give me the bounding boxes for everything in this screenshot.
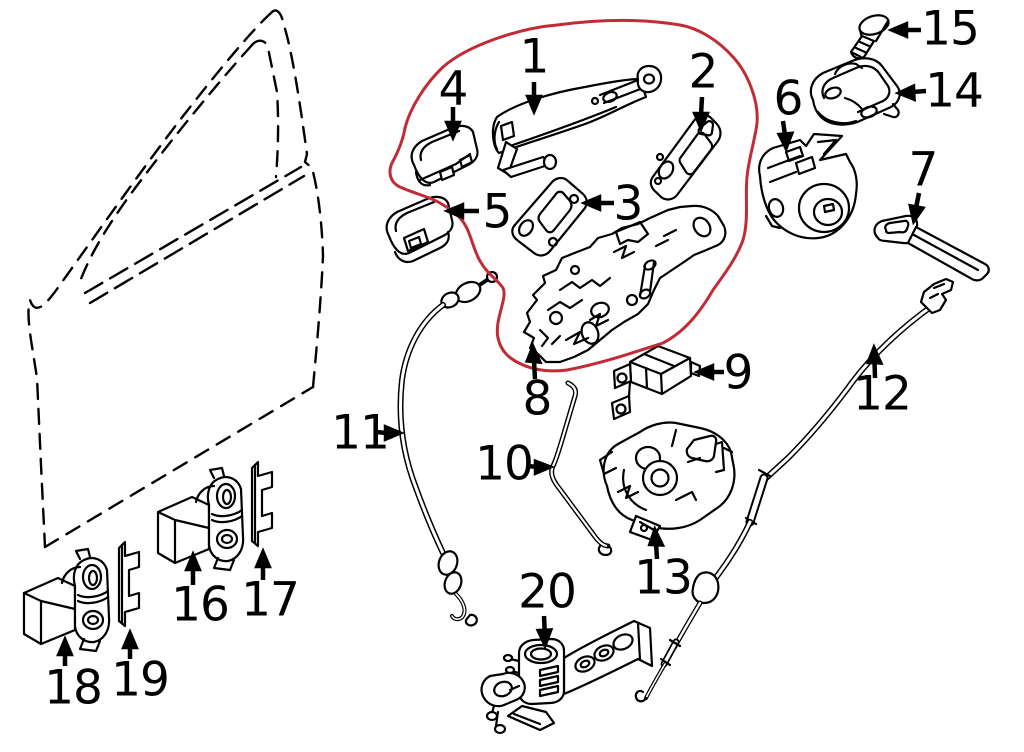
part-20-check-strap-drawing [480,619,654,735]
part-12-cable-drawing [634,277,955,703]
callout-15[interactable]: 15 [921,1,980,57]
door-outline [27,9,325,549]
part-8-carrier-drawing [522,204,727,364]
callout-arrow-4 [444,107,462,142]
callout-arrow-18 [56,635,74,666]
callout-3[interactable]: 3 [613,176,644,232]
callout-arrow-12 [865,343,884,379]
part-17-shim-drawing [250,460,274,548]
part-10-rod-drawing [549,380,613,557]
callout-arrow-9 [693,363,724,381]
callout-8[interactable]: 8 [522,371,553,427]
part-15-screw-drawing [849,14,890,60]
part-9-module-drawing [610,344,702,421]
callout-arrow-17 [254,547,272,580]
callout-arrow-10 [527,458,556,476]
callout-arrow-14 [894,83,927,102]
callout-10[interactable]: 10 [475,436,534,492]
part-4-cap-drawing [410,124,479,187]
callout-arrow-6 [776,120,795,153]
callout-12[interactable]: 12 [853,366,912,422]
part-1-door-handle-drawing [491,64,663,179]
callout-19[interactable]: 19 [111,652,170,708]
part-3-gasket-drawing [511,176,588,257]
part-7-key-drawing [873,214,990,282]
callout-17[interactable]: 17 [241,572,300,628]
callout-arrow-15 [887,21,921,39]
part-2-gasket-drawing [649,114,722,201]
callout-18[interactable]: 18 [44,660,103,716]
callout-arrow-1 [525,82,543,116]
part-6-lock-cylinder-drawing [758,132,858,240]
highlight-loop [388,19,759,373]
callout-6[interactable]: 6 [773,71,804,127]
callout-arrow-11 [375,424,405,442]
callout-1[interactable]: 1 [519,29,550,85]
callout-2[interactable]: 2 [688,44,719,100]
part-16-hinge-drawing [156,466,245,572]
callout-arrow-2 [692,96,710,133]
callout-16[interactable]: 16 [171,577,230,633]
callout-9[interactable]: 9 [723,345,754,401]
callout-7[interactable]: 7 [908,142,939,198]
callout-4[interactable]: 4 [438,61,469,117]
callout-arrow-3 [580,194,614,212]
part-5-cap-drawing [385,195,454,264]
part-14-striker-drawing [809,57,901,126]
callout-arrow-20 [535,615,554,650]
part-19-shim-drawing [117,540,141,628]
callout-5[interactable]: 5 [482,184,513,240]
callout-arrow-16 [184,550,202,585]
callout-arrow-19 [121,628,139,659]
callout-arrows [56,21,927,666]
part-13-actuator-drawing [598,421,736,542]
part-18-hinge-drawing [22,547,111,653]
callout-13[interactable]: 13 [634,550,693,606]
callout-arrow-5 [443,202,479,220]
callout-11[interactable]: 11 [331,405,390,461]
callout-arrow-7 [908,192,926,226]
callout-14[interactable]: 14 [925,63,984,119]
callout-arrow-13 [647,525,666,560]
callout-20[interactable]: 20 [518,564,577,620]
parts-artwork [22,14,990,735]
callout-arrow-8 [524,342,543,380]
part-11-cable-drawing [397,270,499,627]
